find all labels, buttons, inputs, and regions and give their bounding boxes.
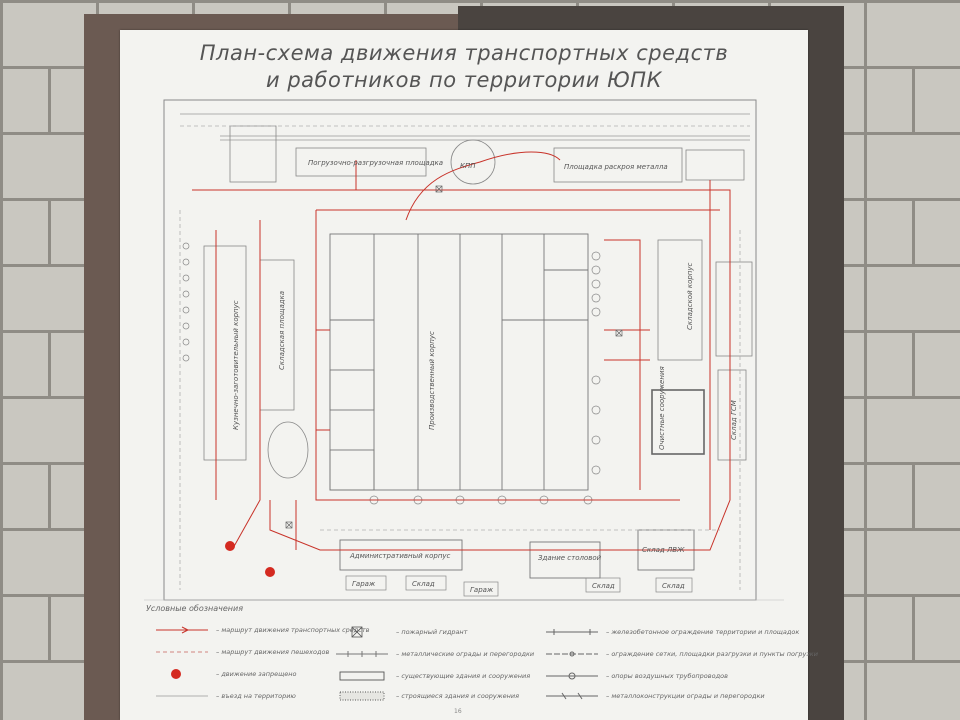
- gate-box-1: [345, 575, 387, 591]
- legend-symbol-mesh-fence: [546, 651, 598, 657]
- legend-item-hydrant: – пожарный гидрант: [334, 626, 467, 638]
- label-gate-5: Склад: [662, 582, 685, 590]
- label-warehouse: Складской корпус: [686, 262, 694, 330]
- legend-item-mesh-fence: – ограждение сетки, площадки разгрузки и…: [544, 648, 818, 660]
- legend-item-prohibited: – движение запрещено: [154, 668, 296, 680]
- legend-item-metal-fence: – металлические ограды и перегородки: [334, 648, 534, 660]
- warehouse-building: [657, 239, 703, 361]
- label-gate-1: Гараж: [352, 580, 376, 588]
- label-gate-3: Гараж: [470, 586, 494, 594]
- legend-symbol-planned-buildings: [339, 691, 385, 701]
- legend-text-entry: – въезд на территорию: [216, 692, 296, 700]
- legend-text-prohibited: – движение запрещено: [216, 670, 297, 678]
- legend-symbol-vehicle-route: [156, 626, 208, 634]
- label-admin-building: Административный корпус: [349, 552, 451, 560]
- loading-area-box: [295, 147, 427, 177]
- label-gate-4: Склад: [592, 582, 615, 590]
- site-plan-drawing: Погрузочно-разгрузочная площадка Площадк…: [144, 99, 784, 601]
- label-south-block: Склад ЛВЖ: [642, 546, 685, 554]
- label-metal-storage: Площадка раскроя металла: [564, 163, 668, 171]
- legend-text-existing-buildings: – существующие здания и сооружения: [396, 672, 531, 680]
- legend-symbol-pipeline-supports: [546, 672, 598, 680]
- legend-item-existing-buildings: – существующие здания и сооружения: [334, 670, 530, 682]
- west-building: [203, 245, 247, 461]
- legend-text-mesh-fence: – ограждение сетки, площадки разгрузки и…: [606, 650, 818, 658]
- vehicle-routes: [192, 151, 731, 551]
- no-entry-dot-1: [225, 541, 235, 551]
- legend-symbol-entry: [156, 695, 208, 697]
- top-right-box: [685, 149, 745, 181]
- legend-text-vehicle-route: – маршрут движения транспортных средств: [216, 626, 370, 634]
- east-small-building: [717, 369, 747, 461]
- legend-item-concrete-fence: – железобетонное ограждение территории и…: [544, 626, 799, 638]
- legend-symbol-pedestrian-route: [156, 651, 208, 653]
- legend-item-pipeline-supports: – опоры воздушных трубопроводов: [544, 670, 728, 682]
- site-plan-poster: План-схема движения транспортных средств…: [120, 30, 818, 720]
- gate-box-5: [655, 577, 693, 593]
- legend-item-entry: – въезд на территорию: [154, 690, 296, 702]
- legend-text-metal-structures: – металлоконструкции ограды и перегородк…: [606, 692, 765, 700]
- east-mid-building: [651, 389, 705, 455]
- label-west-building: Кузнечно-заготовительный корпус: [232, 300, 240, 430]
- legend-symbol-metal-structures: [546, 692, 598, 700]
- admin-building: [339, 539, 463, 571]
- legend-text-pedestrian-route: – маршрут движения пешеходов: [216, 648, 330, 656]
- metal-storage-box: [553, 147, 683, 183]
- label-east-small: Склад ГСМ: [730, 400, 738, 440]
- legend-text-planned-buildings: – строящиеся здания и сооружения: [396, 692, 519, 700]
- no-entry-dot-2: [265, 567, 275, 577]
- gate-box-3: [463, 581, 499, 597]
- east-narrow-building: [715, 261, 753, 357]
- legend-symbol-hydrant: [351, 626, 363, 638]
- legend-title: Условные обозначения: [146, 604, 244, 613]
- legend-symbol-prohibited: [171, 669, 181, 679]
- poster-title: План-схема движения транспортных средств…: [120, 40, 808, 94]
- legend-text-pipeline-supports: – опоры воздушных трубопроводов: [606, 672, 728, 680]
- label-canteen: Здание столовой: [538, 554, 602, 562]
- poster-title-line1: План-схема движения транспортных средств: [199, 41, 729, 65]
- main-production-building: [329, 233, 589, 491]
- pedestrian-routes: [179, 125, 750, 590]
- main-gates: [182, 242, 601, 505]
- legend-item-planned-buildings: – строящиеся здания и сооружения: [334, 690, 519, 702]
- label-loading-area: Погрузочно-разгрузочная площадка: [308, 159, 443, 167]
- poster-title-line2: и работников по территории ЮПК: [266, 68, 662, 92]
- page-number: 16: [454, 708, 462, 715]
- label-gate-kpp: КПП: [460, 162, 476, 170]
- label-main-building: Производственный корпус: [428, 331, 436, 430]
- hydrant-markers: [285, 185, 623, 529]
- legend-text-metal-fence: – металлические ограды и перегородки: [396, 650, 535, 658]
- top-left-building: [229, 125, 277, 183]
- legend-item-pedestrian-route: – маршрут движения пешеходов: [154, 646, 329, 658]
- gate-box-4: [585, 577, 621, 593]
- canteen-building: [529, 541, 601, 579]
- legend-text-concrete-fence: – железобетонное ограждение территории и…: [606, 628, 800, 636]
- label-east-mid: Очистные сооружения: [658, 366, 666, 450]
- west-roundabout: [267, 421, 309, 479]
- rail-track: [180, 113, 750, 141]
- legend-text-hydrant: – пожарный гидрант: [396, 628, 468, 636]
- legend-symbol-existing-buildings: [339, 671, 385, 681]
- legend-item-vehicle-route: – маршрут движения транспортных средств: [154, 624, 370, 636]
- gate-box-2: [405, 575, 447, 591]
- legend-item-metal-structures: – металлоконструкции ограды и перегородк…: [544, 690, 765, 702]
- label-gate-2: Склад: [412, 580, 435, 588]
- legend-symbol-metal-fence: [336, 651, 388, 657]
- round-tank: [450, 139, 496, 185]
- label-west-block: Складская площадка: [278, 291, 286, 370]
- legend-symbol-concrete-fence: [546, 629, 598, 635]
- west-block: [259, 259, 295, 411]
